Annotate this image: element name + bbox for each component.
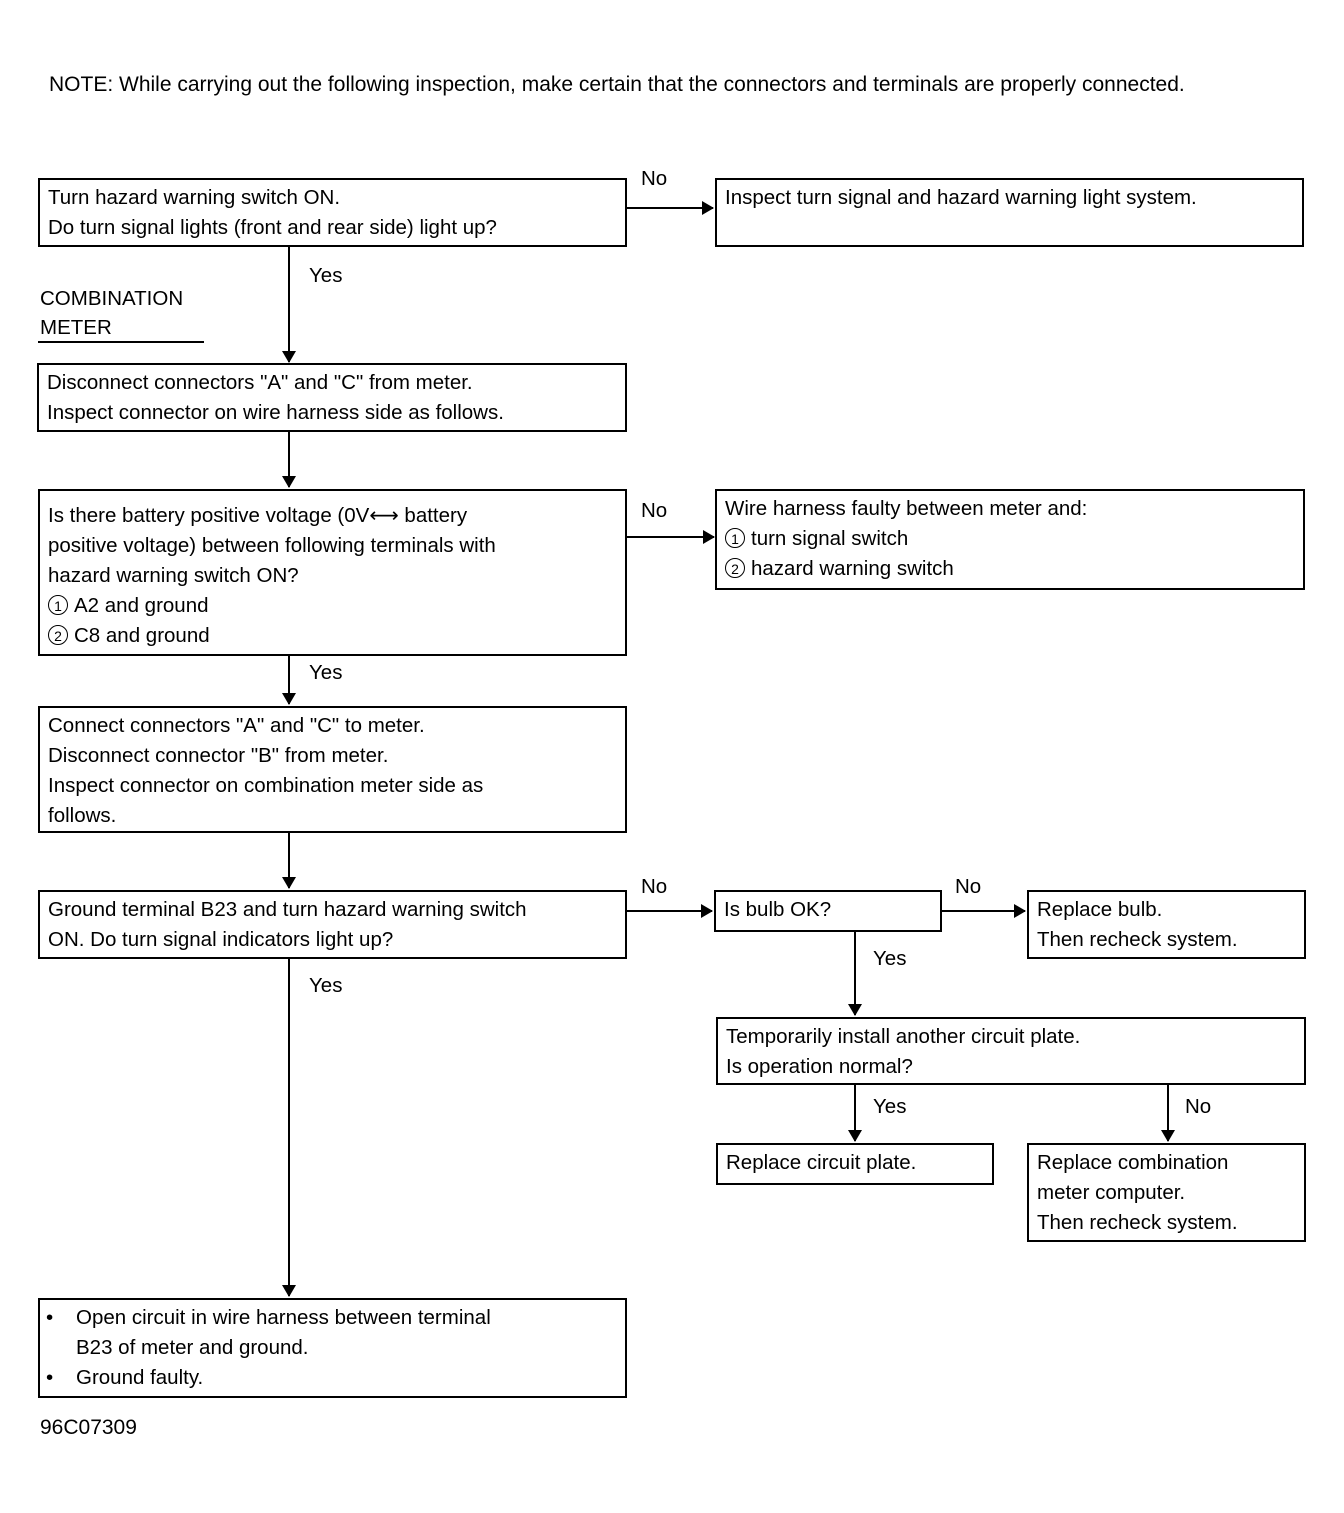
box-line: Replace combination [1037, 1151, 1229, 1174]
bullet-icon: • [46, 1366, 54, 1389]
circled-number-icon: 2 [725, 558, 745, 578]
box-line: Disconnect connector "B" from meter. [48, 744, 389, 767]
box-step2: Disconnect connectors "A" and "C" from m… [37, 363, 627, 432]
label-yes: Yes [873, 1095, 907, 1118]
box-list-item: 2 hazard warning switch [725, 554, 1295, 584]
label-no: No [955, 875, 982, 898]
circled-number-icon: 1 [48, 595, 68, 615]
box-list-item: 1 turn signal switch [725, 524, 1295, 554]
box-temp-install: Temporarily install another circuit plat… [716, 1017, 1306, 1085]
box-list-item-text: C8 and ground [74, 624, 210, 647]
circled-number-icon: 1 [725, 528, 745, 548]
section-label: COMBINATION METER [40, 284, 183, 342]
box-list-item: 1 A2 and ground [48, 591, 617, 621]
label-yes: Yes [309, 264, 343, 287]
box-list-item: • Ground faulty. [46, 1363, 617, 1393]
box-line: Replace circuit plate. [726, 1151, 917, 1174]
box-line: ON. Do turn signal indicators light up? [48, 928, 394, 951]
box-line: Then recheck system. [1037, 1211, 1238, 1234]
box-line: positive voltage) between following term… [48, 534, 496, 557]
box-list-item-text: Open circuit in wire harness between ter… [76, 1306, 491, 1329]
box-harness-faulty: Wire harness faulty between meter and: 1… [715, 489, 1305, 590]
box-line: Ground terminal B23 and turn hazard warn… [48, 898, 527, 921]
label-no: No [641, 499, 668, 522]
note-text: NOTE: While carrying out the following i… [49, 73, 1185, 96]
box-list-item-text: turn signal switch [751, 527, 909, 550]
box-line: Connect connectors "A" and "C" to meter. [48, 714, 425, 737]
box-line: Replace bulb. [1037, 898, 1163, 921]
box-line: Is operation normal? [726, 1055, 913, 1078]
box-line: Is there battery positive voltage (0V⟷ b… [48, 504, 468, 527]
figure-code: 96C07309 [40, 1416, 137, 1439]
box-step5: Ground terminal B23 and turn hazard warn… [38, 890, 627, 959]
box-bulb-ok: Is bulb OK? [714, 890, 942, 932]
box-line: Inspect connector on wire harness side a… [47, 401, 504, 424]
box-line: follows. [48, 804, 117, 827]
box-list-item-text: B23 of meter and ground. [76, 1336, 309, 1359]
box-list-item-continued: B23 of meter and ground. [46, 1333, 617, 1363]
box-step3: Is there battery positive voltage (0V⟷ b… [38, 489, 627, 656]
box-inspect-system: Inspect turn signal and hazard warning l… [715, 178, 1304, 247]
label-yes: Yes [309, 974, 343, 997]
box-replace-computer: Replace combination meter computer. Then… [1027, 1143, 1306, 1242]
section-label-line: METER [40, 316, 112, 339]
label-no: No [641, 875, 668, 898]
box-line: Is bulb OK? [724, 898, 832, 921]
box-list-item-text: Ground faulty. [76, 1366, 204, 1389]
circled-number-icon: 2 [48, 625, 68, 645]
box-step4: Connect connectors "A" and "C" to meter.… [38, 706, 627, 833]
bullet-icon: • [46, 1306, 54, 1329]
box-line: Disconnect connectors "A" and "C" from m… [47, 371, 473, 394]
box-list-item: • Open circuit in wire harness between te… [46, 1303, 617, 1333]
box-line: Inspect turn signal and hazard warning l… [725, 186, 1197, 209]
label-yes: Yes [309, 661, 343, 684]
box-line: Do turn signal lights (front and rear si… [48, 216, 497, 239]
box-list-item-text: A2 and ground [74, 594, 209, 617]
box-open-circuit: • Open circuit in wire harness between te… [38, 1298, 627, 1398]
label-no: No [1185, 1095, 1212, 1118]
box-replace-bulb: Replace bulb. Then recheck system. [1027, 890, 1306, 959]
box-step1: Turn hazard warning switch ON. Do turn s… [38, 178, 627, 247]
box-line: Inspect connector on combination meter s… [48, 774, 484, 797]
box-line: hazard warning switch ON? [48, 564, 299, 587]
box-line: Turn hazard warning switch ON. [48, 186, 341, 209]
section-label-line: COMBINATION [40, 287, 184, 310]
box-line: Wire harness faulty between meter and: [725, 497, 1088, 520]
box-replace-plate: Replace circuit plate. [716, 1143, 994, 1185]
label-no: No [641, 167, 668, 190]
box-list-item-text: hazard warning switch [751, 557, 954, 580]
box-list-item: 2 C8 and ground [48, 621, 617, 651]
box-line: Temporarily install another circuit plat… [726, 1025, 1081, 1048]
section-underline [38, 341, 204, 343]
label-yes: Yes [873, 947, 907, 970]
box-line: Then recheck system. [1037, 928, 1238, 951]
box-line: meter computer. [1037, 1181, 1186, 1204]
